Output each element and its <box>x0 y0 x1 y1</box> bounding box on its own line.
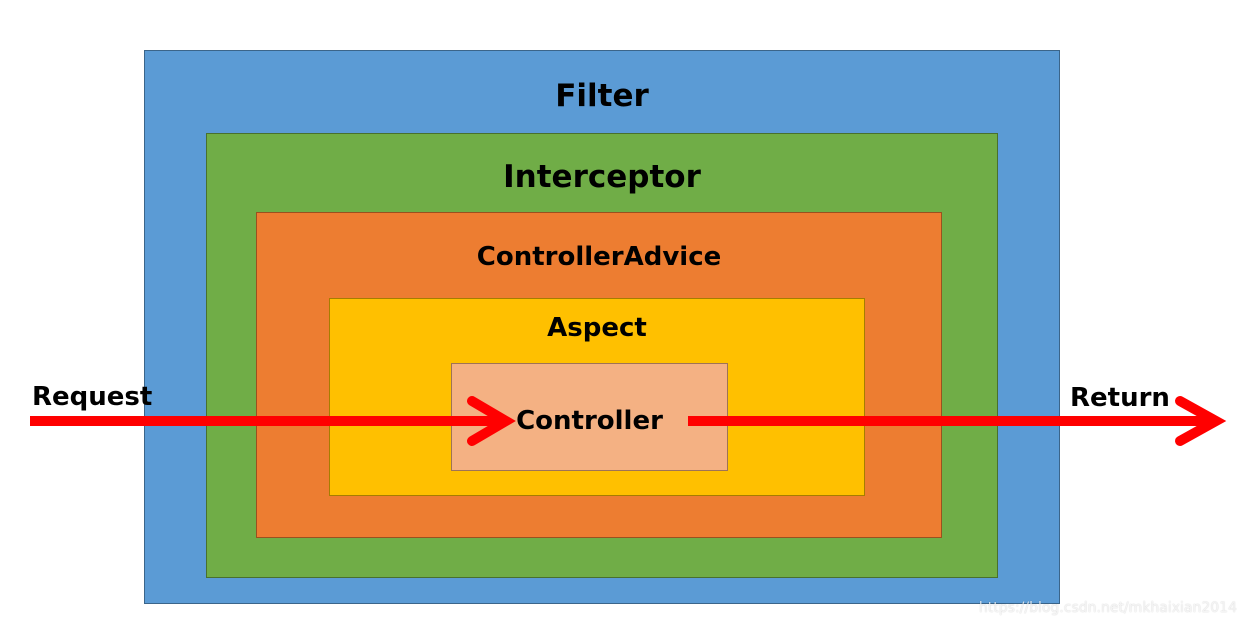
controller-advice-label: ControllerAdvice <box>476 242 722 272</box>
request-label: Request <box>32 382 153 412</box>
watermark: https://blog.csdn.net/mkhaixian2014 <box>978 600 1237 616</box>
return-arrow-head <box>1175 396 1227 446</box>
request-arrow-head <box>467 396 516 446</box>
aspect-label: Aspect <box>547 313 647 343</box>
return-label: Return <box>1070 383 1170 413</box>
filter-label: Filter <box>555 78 649 114</box>
controller-label: Controller <box>516 406 663 436</box>
interceptor-label: Interceptor <box>503 159 701 195</box>
